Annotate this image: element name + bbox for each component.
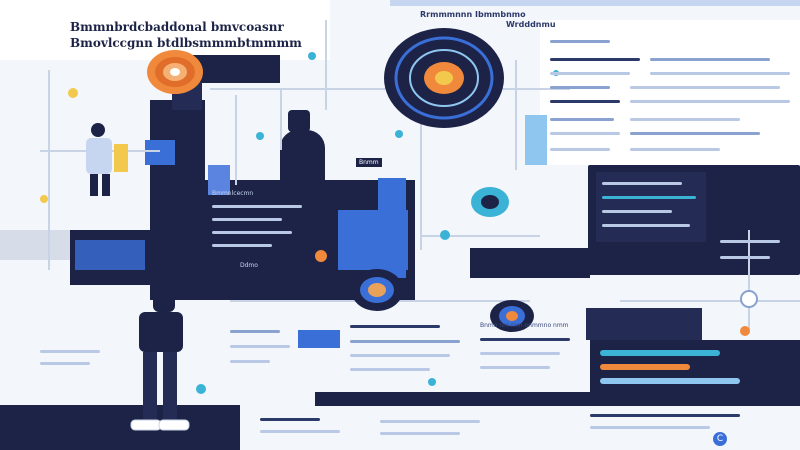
text-line	[380, 420, 480, 423]
robot-figure-icon	[130, 294, 190, 431]
circuit-line	[748, 230, 750, 330]
status-bar	[600, 364, 690, 370]
text-line	[550, 86, 610, 89]
text-line	[350, 325, 440, 328]
text-line	[602, 196, 696, 199]
circuit-line	[325, 20, 327, 110]
circuit-line	[280, 90, 282, 150]
lens-icon	[351, 269, 403, 311]
text-line	[260, 418, 320, 421]
dot	[740, 290, 758, 308]
blue-screen-3	[298, 330, 340, 348]
tower-top	[280, 130, 325, 230]
status-bar	[600, 350, 720, 356]
text-line	[720, 240, 780, 243]
circuit-line	[620, 300, 800, 302]
right-column-panel	[540, 20, 800, 165]
blue-screen-2	[525, 115, 547, 165]
text-line	[40, 350, 100, 353]
bottom-dark-floor	[0, 405, 240, 450]
header-title-line-1: Bmmnbrdcbaddonal bmvcoasnr	[70, 20, 284, 34]
center-right-slab	[470, 248, 590, 278]
text-line	[550, 132, 620, 135]
blue-screen-4	[75, 240, 145, 270]
lens-icon	[471, 187, 509, 217]
text-line	[602, 182, 682, 185]
text-line	[630, 118, 740, 121]
text-line	[550, 40, 610, 43]
text-line	[230, 330, 280, 333]
text-line	[550, 118, 614, 121]
dot	[740, 326, 750, 336]
text-line	[550, 72, 630, 75]
radar-ring-icon	[384, 28, 504, 128]
text-line	[602, 210, 672, 213]
text-line	[480, 352, 560, 355]
blue-block-1	[145, 140, 175, 165]
text-line	[590, 414, 740, 417]
person-figure-icon	[86, 123, 128, 196]
circuit-line	[48, 70, 50, 270]
text-line	[650, 72, 790, 75]
gauge-orange-icon	[147, 50, 203, 94]
circuit-line	[235, 95, 237, 185]
robot-column	[150, 100, 205, 300]
text-line	[260, 430, 340, 433]
dot	[256, 132, 264, 140]
status-bar	[600, 378, 740, 384]
text-line	[212, 205, 302, 208]
text-line	[350, 354, 450, 357]
bottom-caption: Bnmo nm mm onmmno nmm	[480, 322, 569, 329]
text-line	[590, 426, 710, 429]
text-line	[230, 345, 290, 348]
lens-icon	[490, 300, 534, 332]
text-line	[630, 100, 790, 103]
dot	[196, 384, 206, 394]
blue-tall-screen	[378, 178, 406, 278]
text-line	[550, 100, 620, 103]
text-line	[212, 231, 292, 234]
text-line	[550, 58, 640, 61]
text-line	[230, 360, 270, 363]
top-left-panel	[0, 0, 330, 60]
right-title: Wrdddnmu	[506, 20, 556, 29]
text-line	[480, 366, 550, 369]
text-line	[212, 218, 282, 221]
center-title: Rrmmmnnn Ibmmbnmo	[420, 10, 526, 19]
copyright-glyph: C	[716, 434, 724, 444]
header-title-line-2: Bmovlccgnn btdlbsmmmbtmmmm	[70, 36, 302, 50]
dot	[395, 130, 403, 138]
dot	[68, 88, 78, 98]
circuit-line	[420, 60, 422, 250]
right-lower-dark-panel	[590, 340, 800, 400]
text-line	[630, 132, 760, 135]
text-line	[350, 368, 430, 371]
circuit-line	[420, 235, 540, 237]
text-line	[350, 340, 460, 343]
text-line	[630, 148, 720, 151]
dot	[440, 230, 450, 240]
circuit-line	[515, 60, 517, 170]
dot	[428, 378, 436, 386]
copyright-badge-icon: C	[713, 432, 727, 446]
tower-cap	[288, 110, 310, 132]
mid-left-heading: Bmmnlcecmn	[212, 190, 254, 197]
lower-right-box	[586, 308, 702, 340]
top-accent-strip	[390, 0, 800, 6]
dot	[40, 195, 48, 203]
dot	[308, 52, 316, 60]
text-line	[602, 224, 690, 227]
text-line	[720, 256, 770, 259]
mid-left-sub: Ddmo	[240, 262, 258, 269]
center-label: Bnmm	[356, 158, 382, 167]
text-line	[650, 58, 770, 61]
text-line	[480, 338, 570, 341]
text-line	[550, 148, 610, 151]
text-line	[380, 432, 460, 435]
text-line	[40, 362, 90, 365]
text-line	[630, 86, 780, 89]
dot	[315, 250, 327, 262]
blue-block-2	[208, 165, 230, 195]
text-line	[212, 244, 272, 247]
